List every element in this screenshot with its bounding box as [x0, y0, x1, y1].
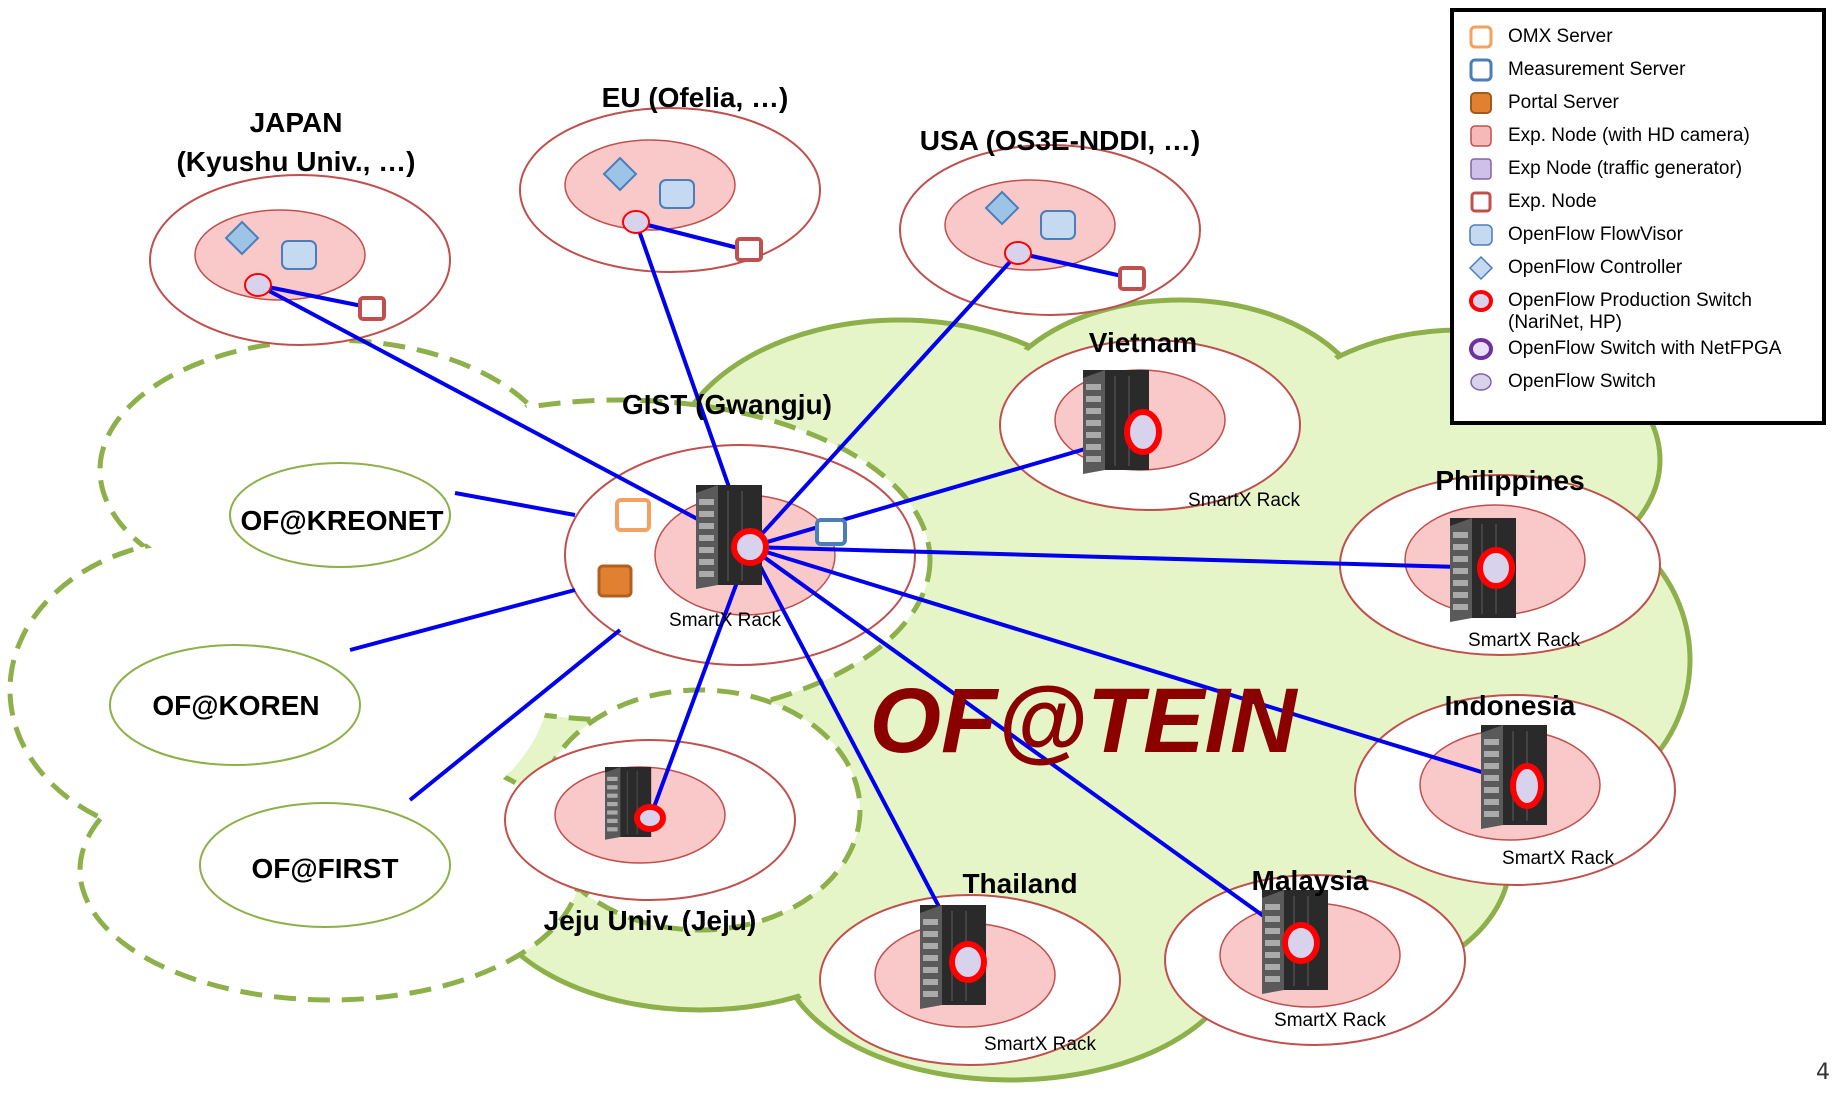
openflow-switch-icon — [244, 273, 272, 297]
omx-server-icon — [1469, 25, 1493, 49]
first-cloud — [199, 802, 451, 928]
exp-node-icon — [735, 237, 763, 262]
legend-label: Exp. Node — [1508, 191, 1597, 212]
legend-label: OMX Server — [1508, 26, 1613, 47]
legend-item-portal-server: Portal Server — [1468, 90, 1822, 123]
exp-node-traffic-generator-icon — [1470, 158, 1492, 180]
rack-label-indonesia: SmartX Rack — [1502, 848, 1614, 869]
japan-label: JAPAN — [250, 107, 343, 138]
openflow-switch-icon — [1004, 241, 1032, 265]
measurement-server-icon — [1469, 58, 1493, 82]
omx-server-icon — [615, 498, 651, 532]
legend-item-openflow-controller: OpenFlow Controller — [1468, 255, 1822, 288]
eu-devices — [602, 156, 763, 262]
legend-label-line1: OpenFlow Production Switch — [1508, 290, 1752, 311]
legend-label: Exp Node (traffic generator) — [1508, 158, 1743, 179]
openflow-switch-icon — [1470, 373, 1492, 391]
legend: OMX Server Measurement Server Portal Ser… — [1450, 8, 1826, 425]
legend-item-omx-server: OMX Server — [1468, 24, 1822, 57]
indonesia-label: Indonesia — [1445, 690, 1576, 721]
legend-item-openflow-production-switch: OpenFlow Production Switch(NariNet, HP) — [1468, 288, 1822, 336]
kreonet-cloud — [229, 462, 451, 568]
japan-sublabel: (Kyushu Univ., …) — [176, 146, 415, 177]
legend-label: OpenFlow Switch with NetFPGA — [1508, 338, 1782, 359]
jeju-label: Jeju Univ. (Jeju) — [544, 905, 757, 936]
kreonet-label: OF@KREONET — [240, 505, 443, 536]
of-tein-title: OF@TEIN — [869, 670, 1299, 772]
legend-item-openflow-switch-netfpga: OpenFlow Switch with NetFPGA — [1468, 336, 1822, 369]
exp-node-icon — [358, 296, 386, 321]
legend-label: Exp. Node (with HD camera) — [1508, 125, 1750, 146]
legend-item-openflow-flowvisor: OpenFlow FlowVisor — [1468, 222, 1822, 255]
legend-label: OpenFlow FlowVisor — [1508, 224, 1683, 245]
rack-label-philippines: SmartX Rack — [1468, 630, 1580, 651]
rack-label-malaysia: SmartX Rack — [1274, 1010, 1386, 1031]
openflow-production-switch-icon — [1469, 290, 1493, 312]
malaysia-label: Malaysia — [1252, 865, 1369, 896]
legend-item-exp-node: Exp. Node — [1468, 189, 1822, 222]
portal-server-icon — [597, 564, 633, 598]
measurement-server-icon — [815, 518, 847, 546]
legend-label-line2: (NariNet, HP) — [1508, 312, 1623, 333]
legend-item-exp-node-traffic-generator: Exp Node (traffic generator) — [1468, 156, 1822, 189]
philippines-label: Philippines — [1435, 465, 1584, 496]
openflow-switch-netfpga-icon — [1469, 338, 1493, 360]
exp-node-icon — [1118, 266, 1146, 291]
gist-label: GIST (Gwangju) — [622, 389, 832, 420]
legend-item-measurement-server: Measurement Server — [1468, 57, 1822, 90]
legend-label: Measurement Server — [1508, 59, 1686, 80]
legend-label: OpenFlow Production Switch(NariNet, HP) — [1508, 288, 1752, 334]
koren-label: OF@KOREN — [152, 690, 319, 721]
japan-devices — [224, 220, 386, 321]
production-switches — [634, 409, 1544, 983]
openflow-flowvisor-icon — [281, 240, 317, 270]
openflow-controller-icon — [602, 156, 638, 192]
portal-server-icon — [1470, 92, 1492, 114]
rack-label-thailand: SmartX Rack — [984, 1034, 1096, 1055]
legend-item-openflow-switch: OpenFlow Switch — [1468, 369, 1822, 402]
vietnam-label: Vietnam — [1089, 327, 1197, 358]
eu-label: EU (Ofelia, …) — [602, 82, 789, 113]
page-number: 4 — [1816, 1060, 1830, 1085]
legend-label: OpenFlow Switch — [1508, 371, 1656, 392]
koren-cloud — [109, 644, 361, 766]
openflow-controller-icon — [224, 220, 260, 256]
legend-label: Portal Server — [1508, 92, 1619, 113]
openflow-flowvisor-icon — [1040, 210, 1076, 240]
exp-node-hd-camera-icon — [1470, 125, 1492, 147]
openflow-flowvisor-icon — [659, 179, 695, 209]
openflow-controller-icon — [1468, 255, 1494, 281]
openflow-flowvisor-icon — [1469, 224, 1493, 246]
rack-label-gist: SmartX Rack — [669, 610, 781, 631]
usa-label: USA (OS3E-NDDI, …) — [920, 125, 1201, 156]
openflow-switch-icon — [622, 210, 650, 234]
usa-devices — [984, 190, 1146, 291]
rack-label-vietnam: SmartX Rack — [1188, 490, 1300, 511]
gist-servers — [597, 498, 847, 598]
exp-node-icon — [1470, 191, 1492, 213]
network-links — [257, 220, 1528, 963]
thailand-label: Thailand — [962, 868, 1077, 899]
openflow-controller-icon — [984, 190, 1020, 226]
legend-label: OpenFlow Controller — [1508, 257, 1683, 278]
legend-item-exp-node-hd-camera: Exp. Node (with HD camera) — [1468, 123, 1822, 156]
first-label: OF@FIRST — [251, 853, 398, 884]
